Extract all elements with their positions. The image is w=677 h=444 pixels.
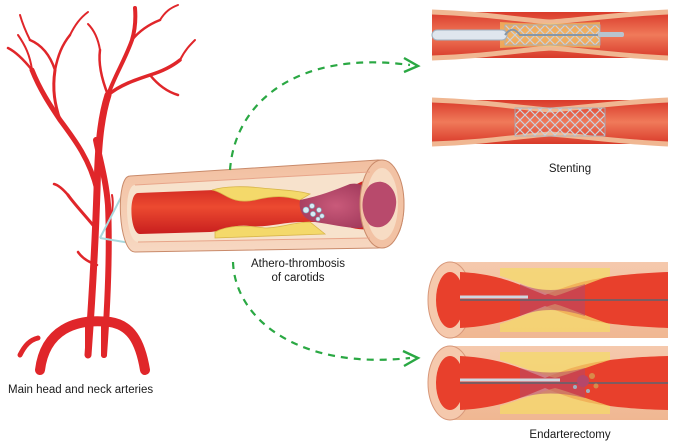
arterial-tree <box>6 4 196 375</box>
stent-deployment-panel <box>431 9 669 61</box>
endarterectomy-panel-1 <box>427 261 668 339</box>
stent-deployed-panel <box>431 97 669 147</box>
arteries-label: Main head and neck arteries <box>8 384 154 396</box>
athero-thrombosis-artery <box>119 159 405 253</box>
stenting-label: Stenting <box>548 163 592 175</box>
endarterectomy-label: Endarterectomy <box>529 429 611 441</box>
athero-label-line2: of carotids <box>271 272 325 284</box>
endarterectomy-panel-2 <box>427 345 668 421</box>
arrow-to-stenting <box>228 56 421 171</box>
arrow-to-endarterectomy <box>231 261 421 368</box>
athero-label-line1: Athero-thrombosis <box>251 258 345 270</box>
athero-thrombosis-label: Athero-thrombosis of carotids <box>248 257 348 285</box>
